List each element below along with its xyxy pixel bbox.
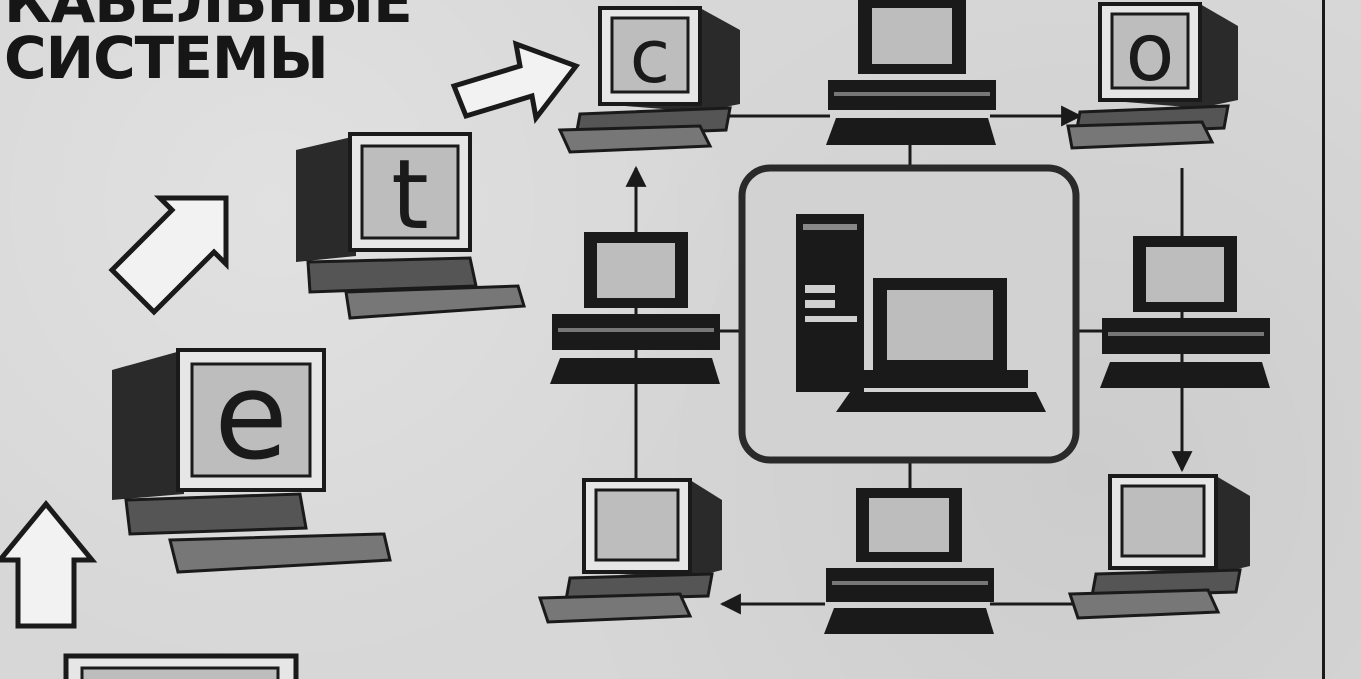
crt-workstation-bottom-left (540, 480, 722, 622)
crt-workstation-c: c (560, 8, 740, 152)
terminal-top-center (826, 0, 996, 145)
terminal-left (550, 232, 720, 384)
crt-workstation-bottom-right (1070, 476, 1250, 618)
terminal-bottom-center (824, 488, 994, 634)
screen-letter-o: o (1126, 6, 1175, 99)
screen-letter-t: t (391, 139, 429, 251)
crt-workstation-e: e (112, 348, 390, 572)
page-border-right (1322, 0, 1325, 679)
screen-letter-e: e (214, 348, 288, 487)
crt-workstation-o: o (1068, 4, 1238, 148)
server-tower-icon (796, 214, 864, 392)
screen-letter-c: c (630, 14, 671, 100)
arrow-up-to-e-icon (0, 504, 92, 626)
crt-workstation-partial (66, 656, 296, 679)
terminal-right (1100, 236, 1270, 388)
crt-workstation-t: t (296, 134, 524, 318)
central-server-box (742, 168, 1076, 460)
arrow-up-right-to-t-icon (112, 198, 226, 312)
arrow-right-to-c-icon (454, 44, 576, 118)
